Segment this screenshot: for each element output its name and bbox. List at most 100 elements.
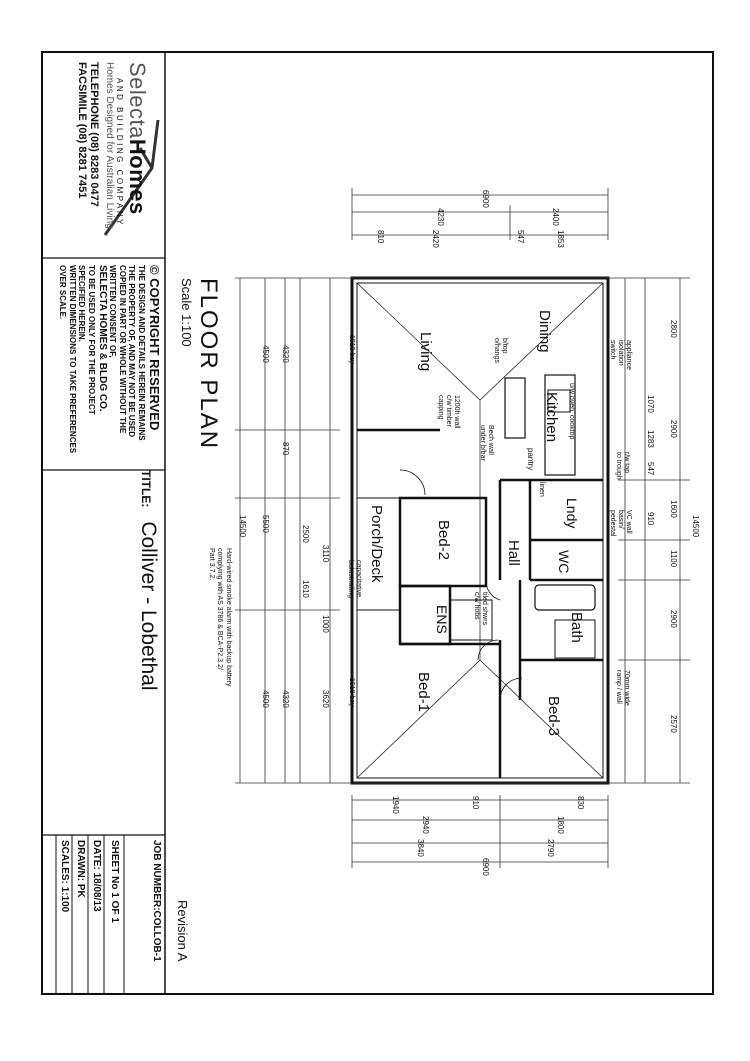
drawing-title-block: FLOOR PLAN Scale 1:100 — [179, 278, 222, 450]
dim-right-g: 1070 — [646, 395, 655, 413]
smoke-note-line: Part 3.7.2. — [208, 548, 215, 581]
dim-left-i: 4320 — [281, 690, 290, 708]
balustrading-line: balustrading — [347, 560, 354, 599]
copyright-line: WRITTEN DIMENSIONS TO TAKE PREFERENCES — [68, 265, 77, 454]
company-facsimile: FACSIMILE (08) 8281 7451 — [76, 62, 88, 199]
door-swing — [499, 677, 523, 701]
wall-bech-line: Bech wall — [487, 425, 494, 455]
copyright-line: SPECIFIED HEREIN. — [77, 265, 87, 342]
room-living: Living — [417, 332, 434, 372]
wall-bech-line: under b/bar — [479, 425, 486, 461]
dim-bottom-overall: 6900 — [481, 858, 490, 876]
roof-hip-line — [479, 282, 604, 401]
company-name-prefix: Selecta — [125, 62, 150, 139]
dim-bottom-f: 2940 — [421, 816, 430, 834]
dim-top-f: 810 — [376, 230, 385, 244]
dim-left-h: 1610 — [301, 580, 310, 598]
tiled-shwrs-note: tiled shwrs c/w hobs — [472, 592, 488, 625]
dim-right-a: 2800 — [669, 320, 678, 338]
room-bed1: Bed-1 — [415, 672, 432, 713]
btop-line: o/hangs — [493, 338, 500, 363]
dim-bottom-b: 910 — [471, 796, 480, 810]
dim-left-j: 3110 — [321, 545, 330, 563]
dim-right-h: 1283 — [646, 430, 655, 448]
smoke-note-line: Hard-wired smoke alarm with backup batte… — [225, 548, 232, 687]
dim-right-e: 2900 — [669, 610, 678, 628]
dim-top-i: 547 — [516, 230, 525, 244]
company-tagline: Homes Designed for Australian Living — [104, 62, 115, 229]
dim-right-f: 2570 — [669, 715, 678, 733]
ens-shower — [449, 599, 493, 641]
ruw-tap-note: r/w tap to trough — [614, 452, 630, 480]
sheet-number: SHEET No 1 OF 1 — [109, 840, 120, 923]
appliance-note-line: appliance — [625, 340, 632, 370]
copyright-line: THE PROPERTY OF, AND MAY NOT BE USED — [127, 265, 137, 438]
drawn-by: DRAWN: PK — [75, 840, 86, 898]
copyright-line: OVER SCALE. — [58, 265, 68, 320]
smoke-alarm-note: Hard-wired smoke alarm with backup batte… — [207, 548, 232, 687]
roof-hip-line — [479, 659, 604, 779]
dim-right-d: 1100 — [669, 550, 678, 568]
ruw-tap-line: to trough — [615, 452, 622, 480]
room-wc: WC — [556, 550, 572, 574]
appliance-note: appliance isolation switch — [608, 340, 632, 370]
vc-wall-line: basin/ — [617, 510, 624, 529]
company-subtitle: AND BUILDING COMPANY — [115, 78, 124, 227]
dim-left-g: 2500 — [301, 525, 310, 543]
copyright-block: © COPYRIGHT RESERVED THE DESIGN AND DETA… — [58, 265, 163, 454]
dim-right-b: 2900 — [669, 420, 678, 438]
copyright-line: TO BE USED ONLY FOR THE PROJECT — [87, 265, 96, 415]
copyright-line: WRITTEN CONSENT OF, — [108, 265, 118, 358]
wall-1200-note: 1200h wall c/w timber capping — [436, 395, 460, 428]
dim-left-e: 870 — [281, 442, 290, 456]
room-lndy: Lndy — [564, 498, 580, 529]
island-bench — [504, 377, 526, 439]
drawing-scales: SCALES: 1:100 — [59, 840, 70, 913]
vc-wall-line: pedestal — [609, 510, 616, 537]
ruw-tap-line: r/w tap — [623, 452, 630, 474]
dim-top-a: 4230 — [436, 208, 445, 226]
btop-line: b/top — [501, 338, 508, 354]
drawing-title: FLOOR PLAN — [195, 278, 222, 451]
dim-top-overall: 6900 — [481, 190, 490, 208]
dimension-lines — [239, 194, 681, 863]
dim-top-j: 1853 — [556, 230, 565, 248]
dim-left-d: 4320 — [281, 345, 290, 363]
dim-bottom-a: 1940 — [391, 796, 400, 814]
vc-wall-line: VC wall — [625, 510, 632, 534]
wall-bech-note: Bech wall under b/bar — [478, 425, 494, 461]
dim-left-c: 4500 — [261, 690, 270, 708]
room-bath: Bath — [568, 612, 585, 643]
room-kitchen: Kitchen — [543, 392, 560, 443]
room-pantry: pantry — [526, 448, 535, 471]
dim-left-a: 4500 — [261, 345, 270, 363]
revision: Revision A — [175, 900, 190, 962]
bath-tub — [534, 584, 596, 611]
bay-left-note: 1518 bay — [348, 335, 355, 364]
ramp-note-line: 70mm wide — [623, 670, 630, 706]
floor-plan — [350, 276, 610, 785]
dim-right-k: 910 — [646, 512, 655, 526]
dim-top-b: 2400 — [551, 208, 560, 226]
roof-hip-line — [356, 659, 481, 779]
uw-oven-note: u/w oven, cooktop — [568, 383, 575, 440]
dim-bottom-h: 1800 — [556, 816, 565, 834]
company-telephone: TELEPHONE (08) 8283 0477 — [88, 62, 100, 207]
bay-right-note: 1518 bay — [348, 678, 355, 707]
wall-1200-line: c/w timber — [445, 395, 452, 427]
door-swing — [477, 639, 499, 661]
dim-left-l: 1000 — [321, 615, 330, 633]
room-bed3: Bed-3 — [545, 696, 562, 737]
copyright-line: COPIED IN PART OR WHOLE WITHOUT THE — [118, 265, 127, 434]
room-dining: Dining — [536, 310, 553, 353]
dim-bottom-e: 830 — [576, 796, 585, 810]
dim-bottom-j: 2790 — [546, 839, 555, 857]
dim-right-c: 1600 — [669, 500, 678, 518]
tiled-shwrs-line: c/w hobs — [473, 592, 480, 620]
roof-hip-line — [356, 282, 481, 401]
btop-note: b/top o/hangs — [492, 338, 508, 363]
sheet-border — [41, 51, 714, 995]
tiled-shwrs-line: tiled shwrs — [481, 592, 488, 626]
dim-left-k: 3620 — [321, 690, 330, 708]
